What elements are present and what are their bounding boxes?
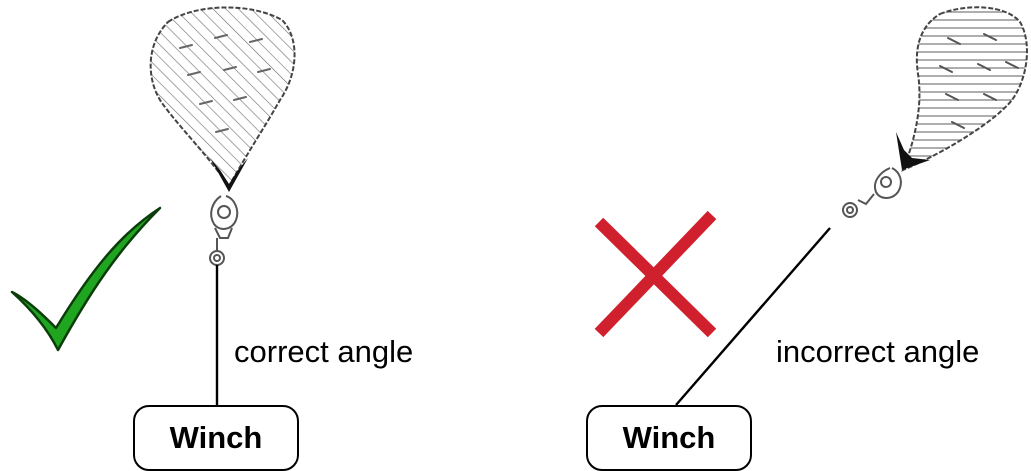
incorrect-angle-label: incorrect angle: [776, 334, 980, 369]
tether-line-incorrect: [675, 227, 831, 406]
balloon-rigging: [896, 132, 930, 170]
balloon-envelope: [901, 6, 1028, 172]
balloon-correct: [149, 6, 296, 405]
carabiner-clip: [842, 167, 902, 218]
winch-box-right: Winch: [586, 405, 752, 471]
carabiner-clip: [209, 195, 239, 266]
balloon-incorrect: [675, 6, 1028, 406]
envelope-hatch-marks: [939, 33, 1019, 129]
envelope-hatch-marks: [179, 34, 271, 133]
cross-mark-icon: [594, 210, 717, 338]
balloon-rigging: [210, 158, 248, 192]
winch-box-left: Winch: [133, 405, 299, 471]
correct-angle-label: correct angle: [234, 334, 414, 369]
balloon-envelope: [149, 6, 296, 188]
check-mark-icon: [10, 206, 162, 352]
